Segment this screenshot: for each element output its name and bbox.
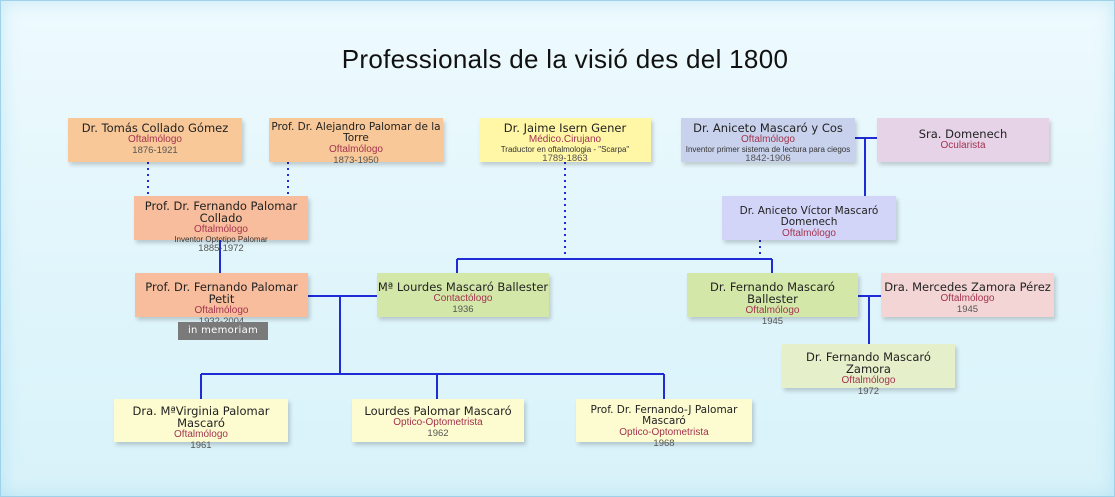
- node-fernando-mascaro-zamora: Dr. Fernando Mascaró Zamora Oftalmólogo …: [782, 344, 955, 396]
- node-role: Oftalmólogo: [940, 293, 995, 305]
- node-name: Mª Lourdes Mascaró Ballester: [377, 280, 549, 294]
- node-fernando-palomar-petit: Prof. Dr. Fernando Palomar Petit Oftalmó…: [135, 273, 308, 326]
- node-years: 1936: [452, 303, 474, 315]
- node-role: Oftalmólogo: [745, 305, 800, 317]
- node-fernando-palomar-collado: Prof. Dr. Fernando Palomar Collado Oftal…: [134, 196, 308, 253]
- in-memoriam-badge: in memoriam: [178, 322, 268, 340]
- node-role: Oftalmólogo: [782, 228, 836, 240]
- node-name: Prof. Dr. Fernando Palomar Petit: [145, 280, 298, 307]
- node-years: 1945: [761, 315, 784, 327]
- node-name: Dr. Tomás Collado Gómez: [81, 121, 229, 135]
- node-lourdes-mascaro-ballester: Mª Lourdes Mascaró Ballester Contactólog…: [377, 273, 549, 317]
- node-lourdes-palomar: Lourdes Palomar Mascaró Optico-Optometri…: [352, 399, 524, 442]
- node-role: Ocularista: [940, 140, 986, 152]
- node-name: Dr. Fernando Mascaró Zamora: [806, 350, 931, 377]
- node-years: 1873-1950: [333, 154, 379, 166]
- node-role: Optico-Optometrista: [619, 427, 709, 439]
- node-name: Dra. Mercedes Zamora Pérez: [884, 280, 1051, 294]
- node-years: 1885-1972: [198, 243, 244, 255]
- node-name: Prof. Dr. Fernando Palomar Collado: [144, 199, 298, 226]
- node-name: Prof. Dr. Alejandro Palomar de la Torre: [271, 121, 441, 145]
- node-years: 1932-2004: [135, 316, 308, 327]
- node-role: Oftalmólogo: [194, 305, 249, 317]
- node-name: Sra. Domenech: [918, 127, 1008, 141]
- node-years: 1961: [190, 439, 212, 451]
- node-tomas-collado: Dr. Tomás Collado Gómez Oftalmólogo 1876…: [68, 118, 242, 162]
- node-role: Médico.Cirujano: [528, 134, 602, 146]
- node-fernando-mascaro-ballester: Dr. Fernando Mascaró Ballester Oftalmólo…: [687, 273, 858, 326]
- node-years: 1876-1921: [132, 144, 178, 156]
- node-aniceto-victor-mascaro: Dr. Aniceto Víctor Mascaró Domenech Ofta…: [722, 196, 896, 240]
- node-aniceto-mascaro: Dr. Aniceto Mascaró y Cos Oftalmólogo In…: [681, 118, 855, 164]
- node-alejandro-palomar: Prof. Dr. Alejandro Palomar de la Torre …: [269, 118, 443, 165]
- node-name: Prof. Dr. Fernando-J Palomar Mascaró: [590, 404, 738, 428]
- node-role: Optico-Optometrista: [393, 417, 483, 429]
- node-years: 1842-1906: [745, 152, 791, 164]
- node-note: Traductor en oftalmologia - "Scarpa": [500, 144, 630, 154]
- node-virginia-palomar: Dra. MªVirginia Palomar Mascaró Oftalmól…: [114, 399, 288, 450]
- node-role: Oftalmólogo: [174, 429, 228, 441]
- node-jaime-isern: Dr. Jaime Isern Gener Médico.Cirujano Tr…: [479, 118, 651, 164]
- node-role: Oftalmólogo: [841, 375, 896, 387]
- node-name: Dr. Jaime Isern Gener: [503, 121, 627, 135]
- node-role: Oftalmólogo: [741, 134, 795, 146]
- node-name: Dra. MªVirginia Palomar Mascaró: [132, 404, 270, 431]
- page-title: Professionals de la visió des del 1800: [341, 44, 789, 74]
- node-years: 1945: [956, 303, 979, 315]
- node-years: 1789-1863: [542, 152, 588, 164]
- node-years: 1968: [653, 437, 675, 449]
- node-name: Dr. Aniceto Mascaró y Cos: [693, 121, 843, 135]
- node-years: 1962: [427, 427, 449, 439]
- node-role: Oftalmólogo: [128, 134, 182, 146]
- node-note: Inventor Optotipo Palomar: [174, 234, 268, 244]
- node-mercedes-zamora: Dra. Mercedes Zamora Pérez Oftalmólogo 1…: [881, 273, 1054, 317]
- node-role: Oftalmólogo: [329, 144, 383, 156]
- node-note: Inventor primer sistema de lectura para …: [685, 144, 851, 154]
- node-fernando-j-palomar: Prof. Dr. Fernando-J Palomar Mascaró Opt…: [576, 399, 752, 448]
- node-role: Contactólogo: [433, 293, 493, 305]
- node-name: Dr. Fernando Mascaró Ballester: [710, 280, 835, 307]
- node-name: Dr. Aniceto Víctor Mascaró Domenech: [739, 205, 879, 229]
- node-sra-domenech: Sra. Domenech Ocularista: [877, 118, 1049, 162]
- node-role: Oftalmólogo: [194, 224, 248, 236]
- node-years: 1972: [857, 385, 880, 397]
- node-name: Lourdes Palomar Mascaró: [364, 404, 512, 418]
